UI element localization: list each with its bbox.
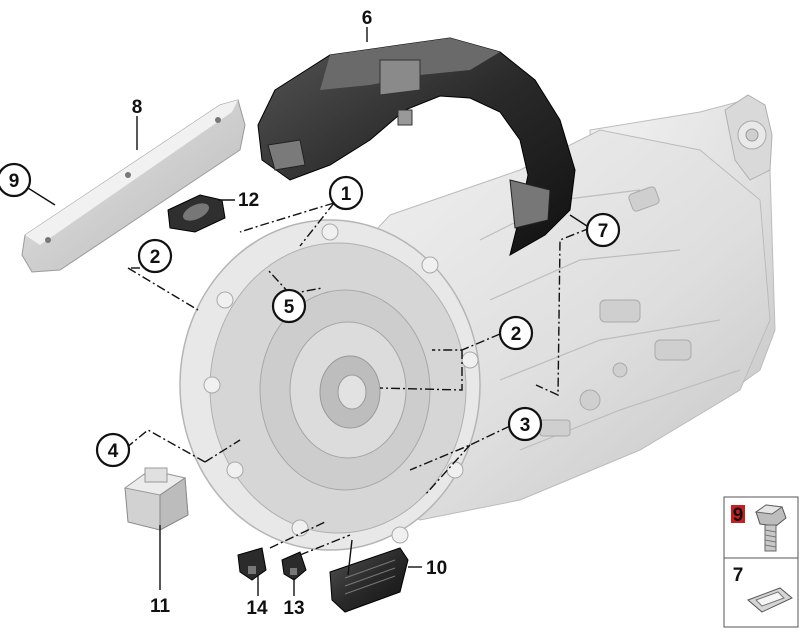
legend-item-clip: 7 <box>733 565 793 613</box>
callout-12-text: 12 <box>238 190 259 211</box>
callout-6-text: 6 <box>362 8 373 29</box>
rubber-mount-part-12 <box>167 194 226 233</box>
callout-5: 5 <box>271 288 307 324</box>
callout-5-text: 5 <box>284 297 295 318</box>
callout-8-text: 8 <box>132 97 143 118</box>
cover-part-10 <box>329 547 409 613</box>
heat-shield-part-6 <box>257 37 576 257</box>
callout-11: 11 <box>150 596 171 617</box>
callout-3-text: 3 <box>520 415 531 436</box>
callout-2a-text: 2 <box>150 247 161 268</box>
callout-14: 14 <box>246 598 268 619</box>
legend-item-screw: 9 <box>731 504 787 552</box>
legend-number-clip: 7 <box>733 565 744 586</box>
callout-6: 6 <box>362 8 373 29</box>
callout-10: 10 <box>426 558 447 579</box>
legend-number-screw: 9 <box>733 505 744 526</box>
bracket-plate-part-8 <box>21 99 246 273</box>
callout-4-text: 4 <box>108 441 119 462</box>
callout-9-text: 9 <box>9 171 20 192</box>
callout-10-text: 10 <box>426 558 447 579</box>
legend-highlight-marker <box>731 505 745 523</box>
callout-7: 7 <box>585 212 621 248</box>
callout-7-text: 7 <box>598 221 609 242</box>
screw-bolt-icon <box>754 504 787 552</box>
callout-14-text: 14 <box>246 598 268 619</box>
callout-13-text: 13 <box>283 598 304 619</box>
callout-1: 1 <box>328 175 364 211</box>
clip-part-14 <box>237 547 267 581</box>
legend-panel: 9 7 <box>723 496 799 628</box>
callout-9: 9 <box>0 162 32 198</box>
callout-8: 8 <box>132 97 143 118</box>
callout-3: 3 <box>507 406 543 442</box>
transmission-housing <box>179 94 776 551</box>
clip-part-13 <box>281 551 307 581</box>
callout-2b: 2 <box>498 315 534 351</box>
mount-block-part-11 <box>123 467 189 531</box>
cable-clip-icon <box>747 587 793 613</box>
callout-11-text: 11 <box>150 596 171 617</box>
callout-13: 13 <box>283 598 304 619</box>
callout-2b-text: 2 <box>511 324 522 345</box>
callout-12: 12 <box>238 190 259 211</box>
callout-2a: 2 <box>137 238 173 274</box>
callout-1-text: 1 <box>341 184 352 205</box>
callout-4: 4 <box>95 432 131 468</box>
